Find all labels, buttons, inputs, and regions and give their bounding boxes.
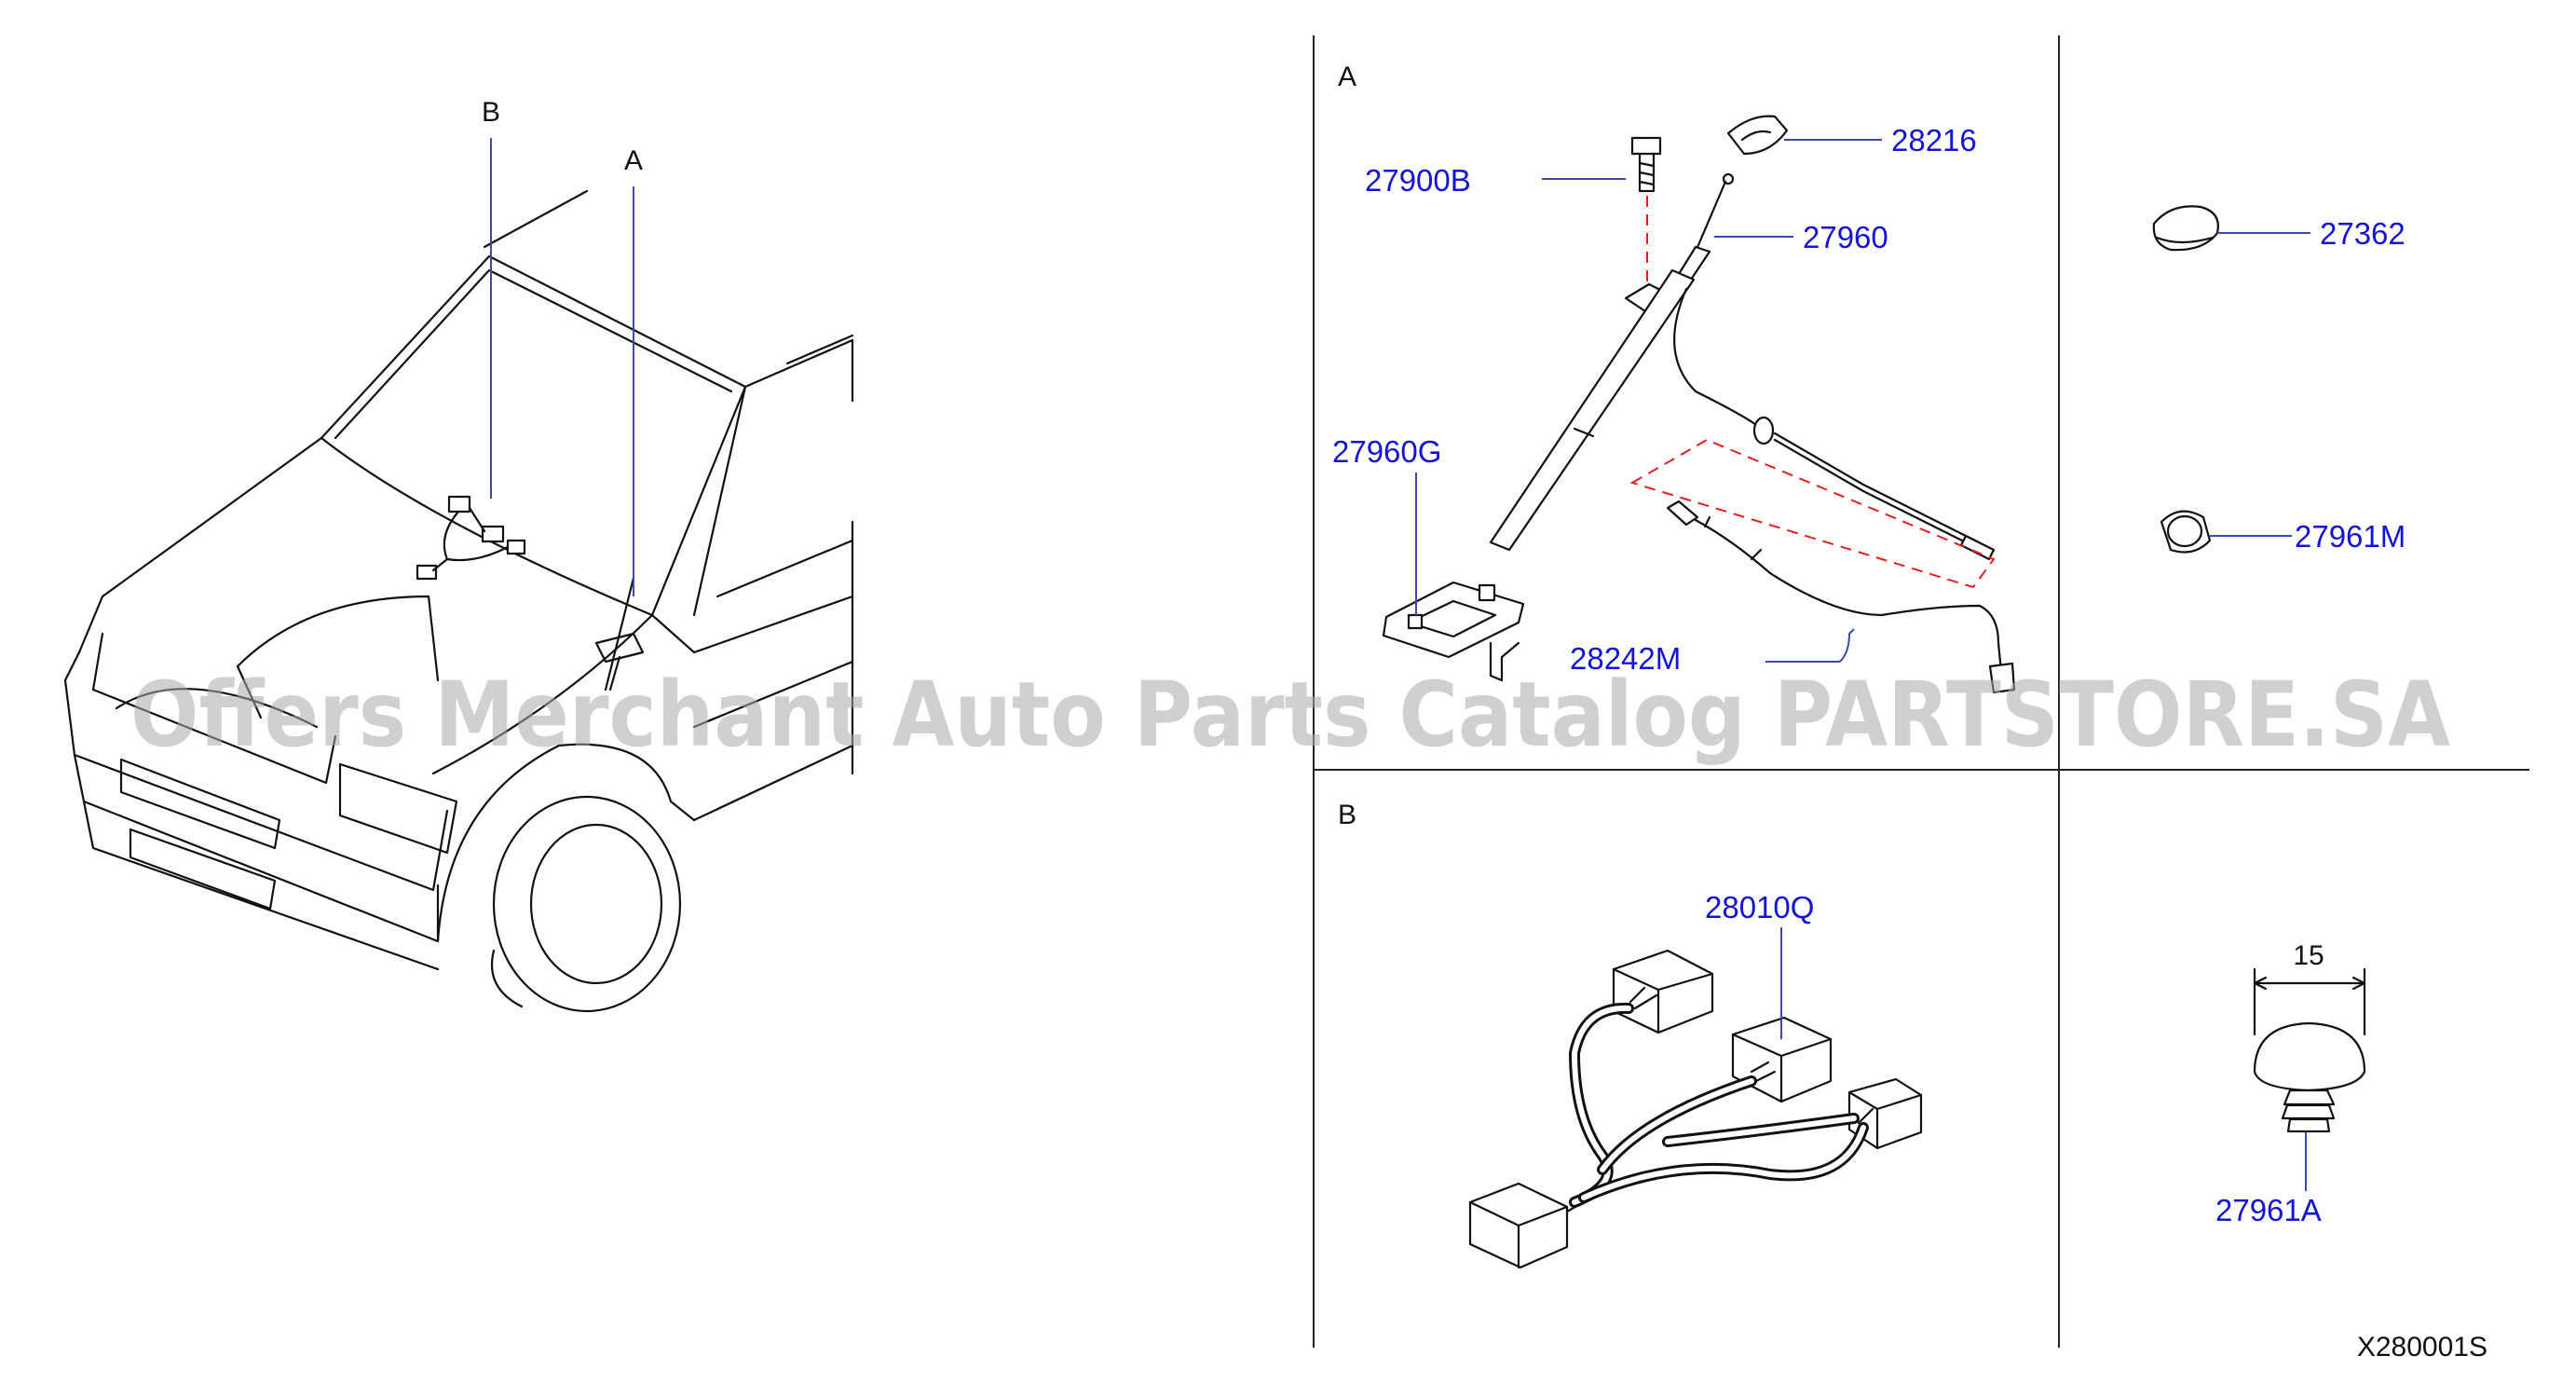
vehicle-illustration: [63, 189, 854, 1013]
part-28010Q-drawing: [1468, 949, 1923, 1269]
part-27960G-drawing: [1382, 581, 1525, 682]
section-a-label: A: [1338, 62, 1356, 92]
part-27900B: 27900B: [1365, 163, 1471, 198]
watermark: Offers Merchant Auto Parts Catalog PARTS…: [130, 663, 2450, 767]
part-27960: 27960: [1803, 220, 1888, 254]
callout-b: B: [482, 97, 500, 499]
part-27961M-drawing: [2160, 510, 2212, 554]
detail-frame: [1313, 35, 2529, 1348]
part-28242M: 28242M: [1570, 641, 1681, 676]
part-28216-drawing: [1726, 115, 1789, 156]
part-28010Q: 28010Q: [1705, 890, 1814, 924]
part-27961A: 27961A: [2215, 1193, 2322, 1227]
part-27961M: 27961M: [2295, 519, 2406, 554]
part-27362: 27362: [2320, 216, 2406, 251]
part-28242M-drawing: [1666, 500, 2016, 694]
drawing-id: X280001S: [2357, 1332, 2487, 1362]
part-27960-drawing: [1489, 172, 1996, 561]
part-27900B-drawing: [1630, 136, 1662, 193]
part-27960G: 27960G: [1332, 434, 1441, 469]
part-27961A-drawing: [2253, 967, 2366, 1133]
part-28216: 28216: [1891, 123, 1977, 157]
section-b-label: B: [1338, 800, 1356, 830]
part-27362-drawing: [2152, 205, 2219, 252]
callout-a-label: A: [624, 145, 643, 176]
callout-b-label: B: [482, 97, 500, 128]
hidden-line-box: [1629, 438, 1996, 589]
callout-a: A: [624, 145, 643, 596]
dimension-label: 15: [2293, 940, 2324, 971]
